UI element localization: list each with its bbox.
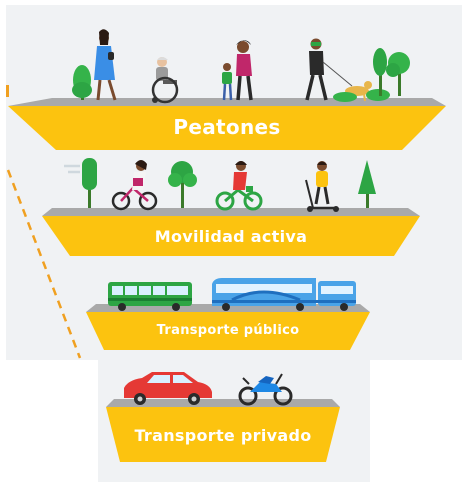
woman-cyclist-icon [111, 160, 158, 211]
level-label-movilidad-activa: Movilidad activa [154, 227, 308, 246]
tier-trapezoid [8, 106, 446, 150]
left-edge-marker [6, 85, 9, 97]
blue-articulated-bus-icon [212, 278, 356, 311]
tier-trapezoid [106, 407, 340, 462]
tier-road-surface [42, 208, 420, 216]
level-label-transporte-publico: Transporte público [156, 323, 300, 338]
parent-child-walking-icon [222, 40, 253, 101]
tree-icon [358, 160, 376, 208]
tier-transporte-publico [86, 278, 370, 350]
tier-transporte-privado [106, 372, 340, 462]
tree-icon [82, 158, 97, 208]
woman-bikeshare-icon [215, 161, 263, 211]
wheelchair-user-icon [151, 57, 179, 104]
tier-peatones [8, 29, 446, 150]
dashed-guide-line [6, 169, 82, 359]
red-car-icon [124, 372, 212, 405]
tree-icon [333, 48, 410, 102]
tier-trapezoid [42, 216, 420, 256]
tier-movilidad-activa [42, 158, 420, 256]
level-label-transporte-privado: Transporte privado [134, 426, 312, 445]
motorcycle-icon [238, 373, 293, 406]
tier-trapezoid [86, 312, 370, 350]
level-label-peatones: Peatones [173, 115, 281, 139]
green-bus-icon [108, 282, 192, 311]
scooter-rider-icon [305, 161, 339, 212]
tree-icon [168, 161, 197, 208]
man-walking-dog-icon [305, 38, 372, 102]
tree-icon [72, 65, 92, 100]
woman-walking-icon [94, 29, 117, 101]
